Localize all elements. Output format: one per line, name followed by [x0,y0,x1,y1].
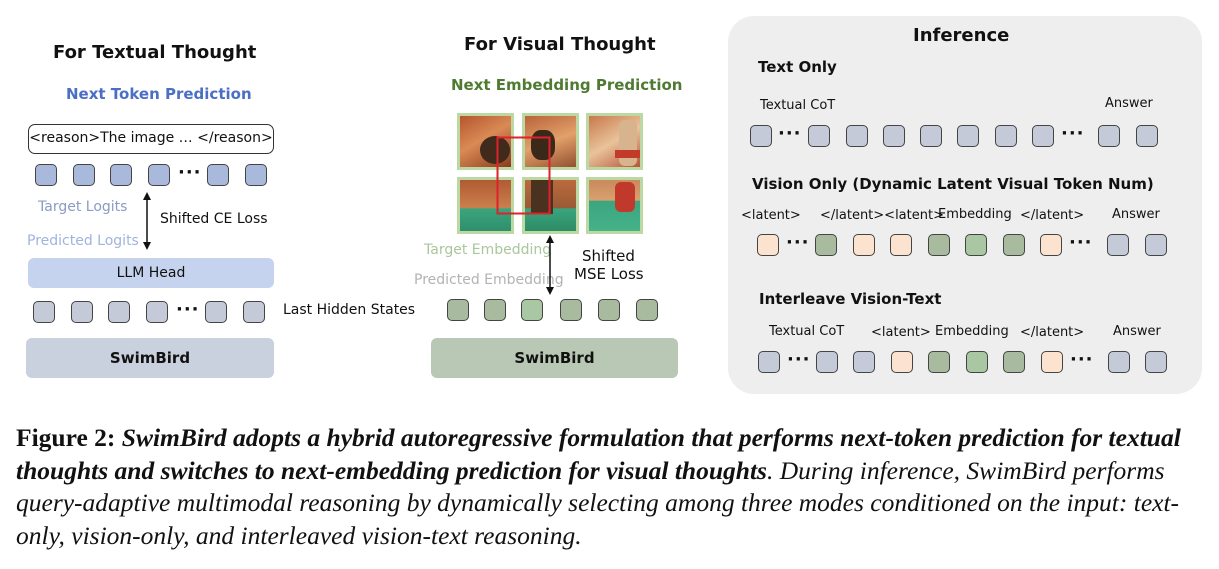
text-token [758,351,780,373]
hidden-token [484,299,506,321]
ellipsis: ··· [178,162,202,183]
output-token [148,164,170,186]
textual-cot-label: Textual CoT [760,98,835,113]
swimbird-label: SwimBird [514,349,594,367]
embedding-token [966,351,988,373]
embedding-token [815,234,837,256]
output-token [245,164,267,186]
double-arrow-icon [139,192,155,250]
double-arrow-icon [542,235,558,295]
hidden-token [146,301,168,323]
ellipsis: ··· [1069,232,1093,253]
llm-head: LLM Head [28,258,274,288]
hidden-token [447,299,469,321]
inference-title: Inference [913,25,1009,46]
mse-loss-line1: Shifted [582,247,635,265]
embedding-token [1003,351,1025,373]
text-token [853,351,875,373]
latent-token [891,351,913,373]
text-token [846,125,868,147]
text-token [750,125,772,147]
output-token [207,164,229,186]
text-token [1032,125,1054,147]
textual-subtitle: Next Token Prediction [66,85,252,103]
answer-label: Answer [1113,324,1161,339]
figure-label: Figure 2: [16,423,115,452]
hidden-token [33,301,55,323]
ellipsis: ··· [786,232,810,253]
latent-token [1040,234,1062,256]
text-token [883,125,905,147]
answer-token [1145,351,1167,373]
bounding-box-icon [496,136,552,216]
text-token [957,125,979,147]
ellipsis: ··· [778,123,802,144]
embedding-token [1003,234,1025,256]
hidden-token [521,299,543,321]
latent-close-label: </latent> [1020,325,1084,340]
output-token [73,164,95,186]
target-embedding-label: Target Embedding [424,242,551,258]
latent-open-label: <latent> [871,325,931,340]
mse-loss-line2: MSE Loss [574,265,644,283]
llm-head-label: LLM Head [117,265,186,281]
image-patch [586,177,643,234]
swimbird-block-visual: SwimBird [431,338,678,378]
embedding-token [928,234,950,256]
embedding-label: Embedding [935,324,1009,339]
answer-label: Answer [1105,96,1153,111]
latent-token [853,234,875,256]
answer-token [1136,125,1158,147]
embedding-token [928,351,950,373]
hidden-token [205,301,227,323]
answer-label: Answer [1112,207,1160,222]
figure-caption: Figure 2: SwimBird adopts a hybrid autor… [16,422,1206,552]
ellipsis: ··· [176,299,200,320]
hidden-token [636,299,658,321]
output-token [35,164,57,186]
ellipsis: ··· [1061,123,1085,144]
latent-token [757,234,779,256]
embedding-token [965,234,987,256]
latent-close-label: </latent> [1020,208,1084,223]
hidden-token [598,299,620,321]
text-token [995,125,1017,147]
visual-title: For Visual Thought [464,34,656,55]
latent-token [890,234,912,256]
answer-token [1145,234,1167,256]
text-token [816,351,838,373]
reason-text: <reason>The image … </reason> [29,130,272,146]
text-only-heading: Text Only [758,58,837,76]
last-hidden-states-label: Last Hidden States [283,302,415,318]
visual-subtitle: Next Embedding Prediction [451,76,682,94]
ellipsis: ··· [1070,349,1094,370]
latent-close-open-label: </latent><latent> [820,208,944,223]
swimbird-label: SwimBird [110,349,190,367]
hidden-token [243,301,265,323]
latent-token [1041,351,1063,373]
text-token [920,125,942,147]
target-logits-label: Target Logits [38,199,127,215]
output-token [110,164,132,186]
answer-token [1107,234,1129,256]
swimbird-block-textual: SwimBird [26,338,274,378]
textual-cot-label: Textual CoT [769,324,844,339]
answer-token [1098,125,1120,147]
hidden-token [560,299,582,321]
ellipsis: ··· [787,349,811,370]
hidden-token [108,301,130,323]
embedding-label: Embedding [938,207,1012,222]
latent-open-label: <latent> [741,208,801,223]
ce-loss-label: Shifted CE Loss [160,211,268,227]
reason-box: <reason>The image … </reason> [28,124,274,154]
text-token [808,125,830,147]
interleave-heading: Interleave Vision-Text [759,290,941,308]
predicted-logits-label: Predicted Logits [27,233,139,249]
hidden-token [71,301,93,323]
textual-title: For Textual Thought [53,42,256,63]
answer-token [1108,351,1130,373]
image-patch [586,113,643,170]
vision-only-heading: Vision Only (Dynamic Latent Visual Token… [752,175,1154,193]
